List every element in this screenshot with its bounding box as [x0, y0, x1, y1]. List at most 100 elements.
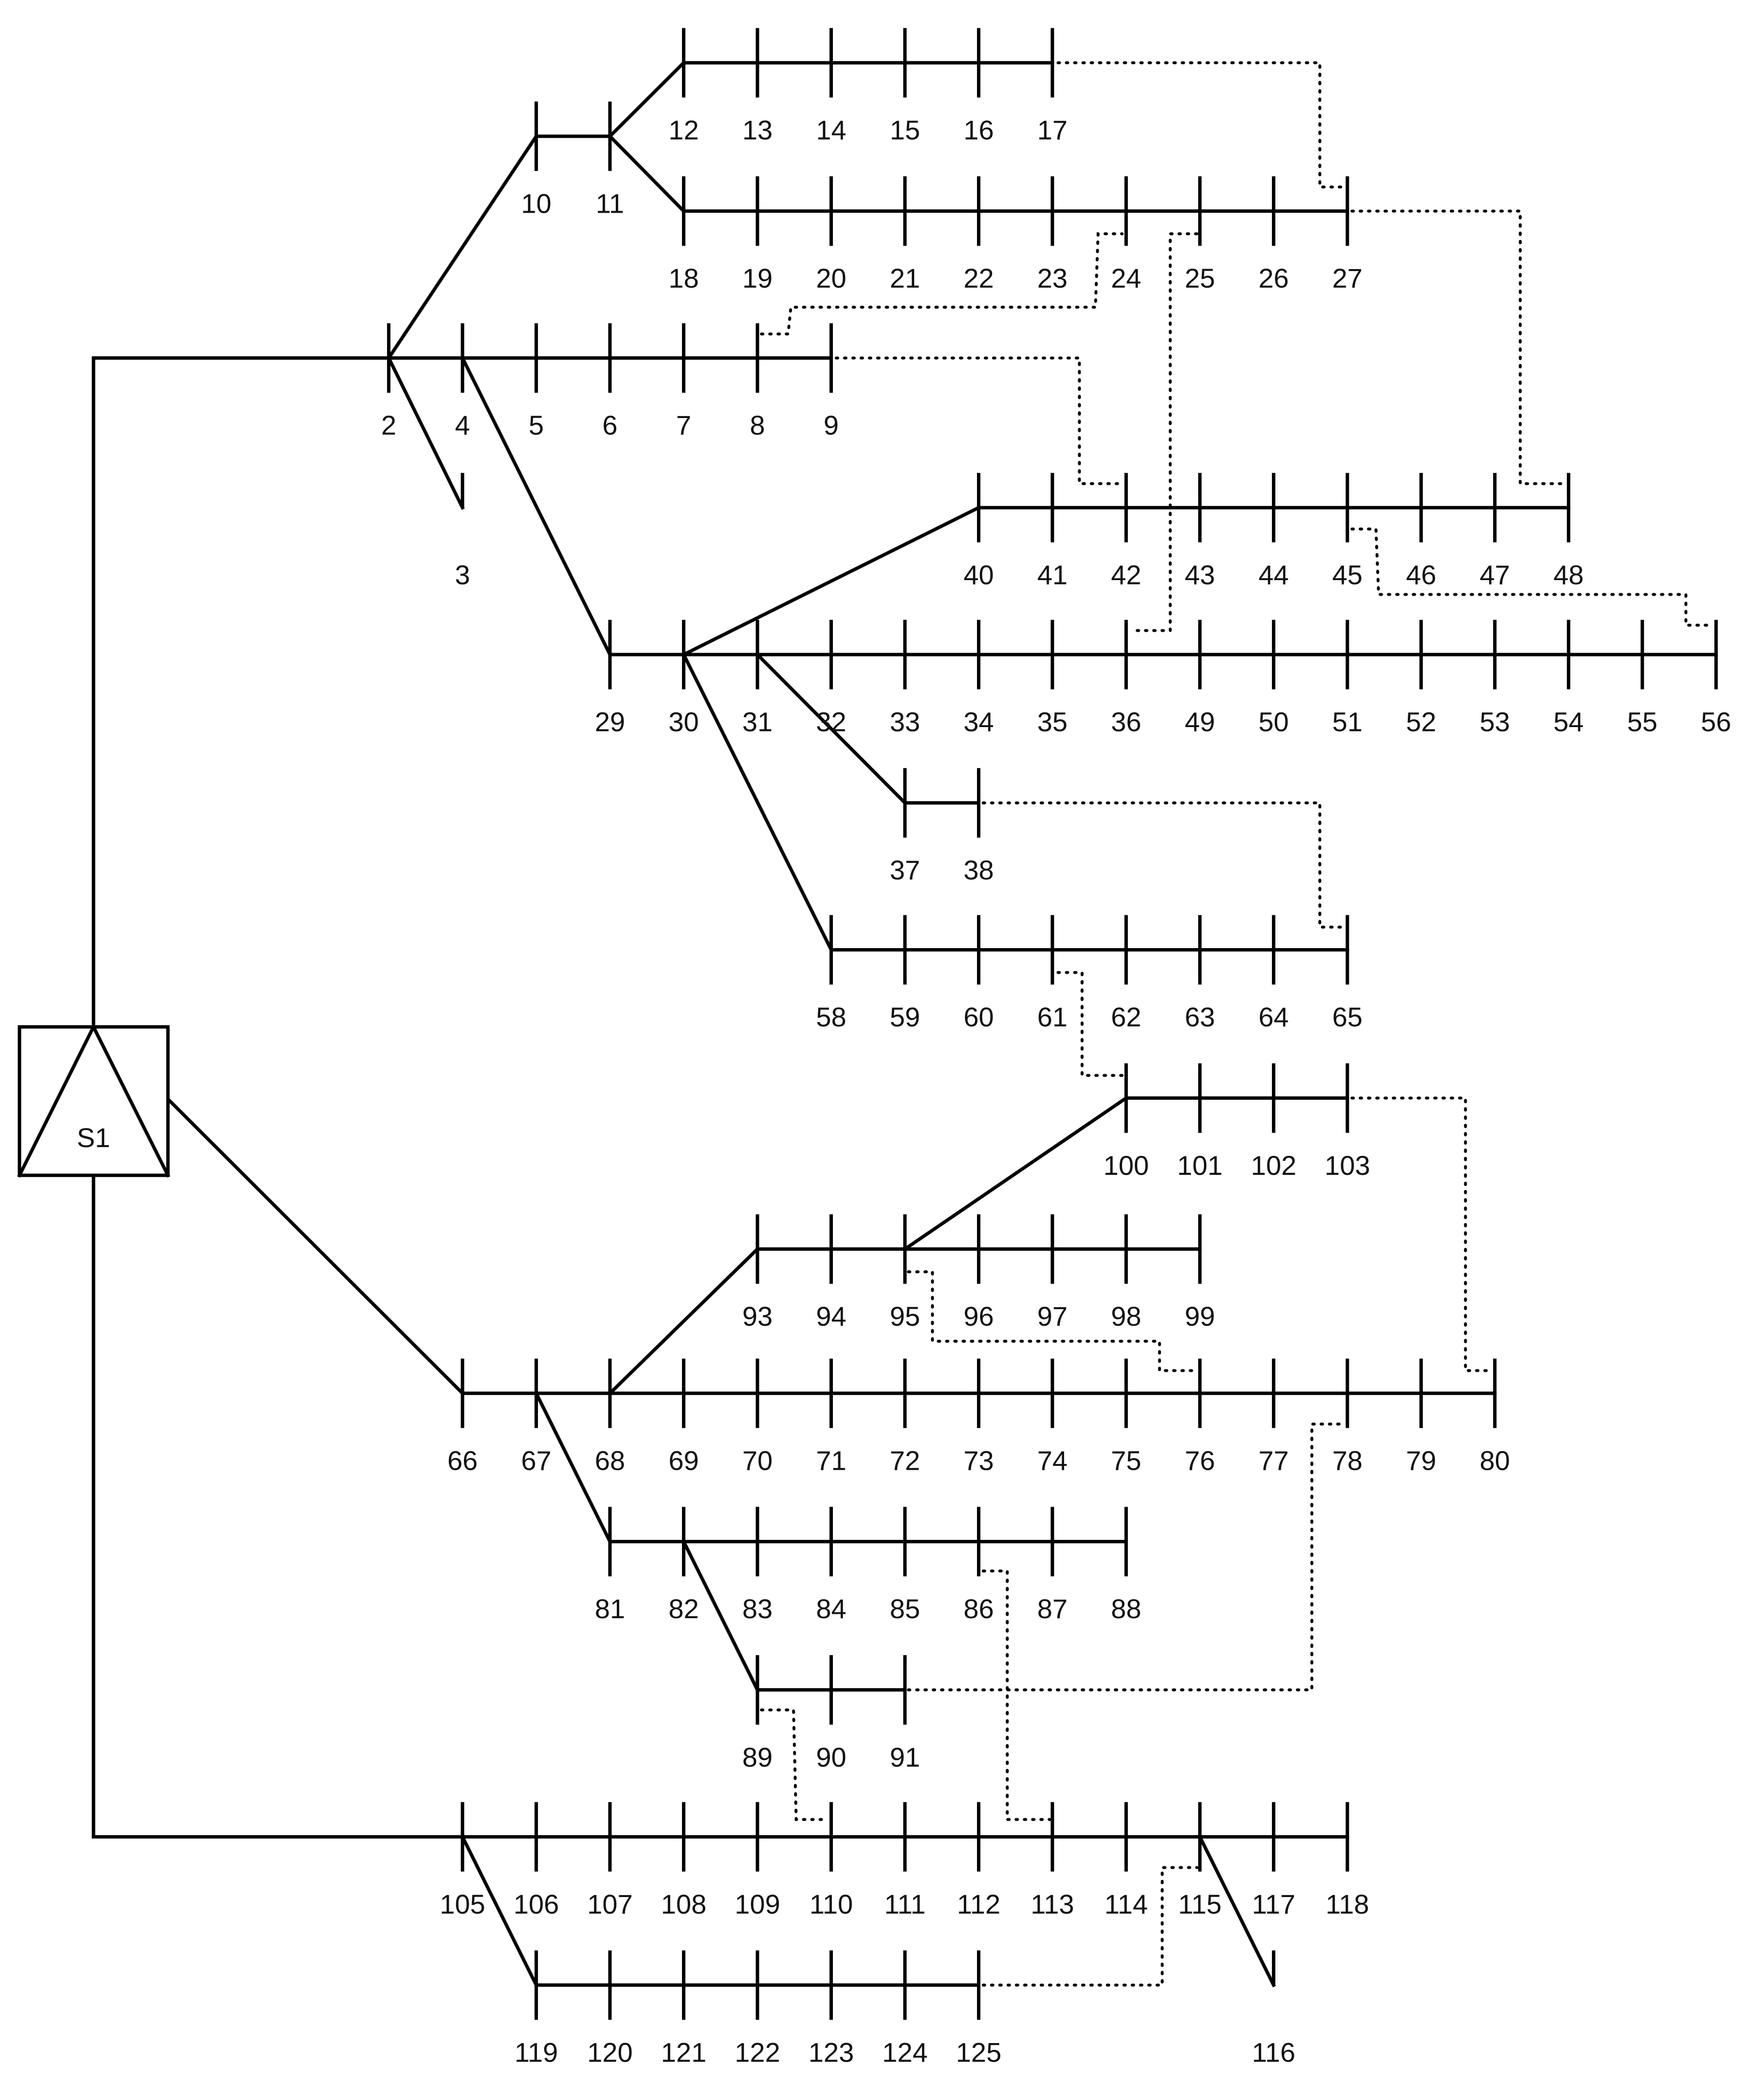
bus-label-117: 117 [1252, 1889, 1295, 1919]
bus-label-118: 118 [1326, 1889, 1369, 1919]
bus-label-3: 3 [455, 560, 470, 590]
bus-label-114: 114 [1105, 1889, 1148, 1919]
bus-label-78: 78 [1332, 1445, 1363, 1476]
bus-label-26: 26 [1258, 263, 1289, 293]
tie-switch-89-110 [760, 1708, 830, 1821]
feeder-line-68-93 [608, 1246, 760, 1396]
bus-label-21: 21 [890, 263, 920, 293]
bus-label-120: 120 [587, 2037, 632, 2067]
bus-label-10: 10 [521, 188, 551, 219]
bus-label-80: 80 [1480, 1445, 1510, 1476]
substation-s1: S1 [17, 1023, 170, 1178]
bus-label-62: 62 [1111, 1002, 1141, 1032]
bus-label-11: 11 [596, 188, 624, 219]
feeder-line-S1-66 [165, 1096, 465, 1396]
bus-label-56: 56 [1701, 706, 1731, 737]
feeder-line-105-119 [460, 1834, 539, 1988]
bus-label-47: 47 [1480, 560, 1510, 590]
bus-label-2: 2 [381, 410, 396, 440]
feeder-lines [92, 60, 1718, 1988]
bus-label-54: 54 [1553, 706, 1584, 737]
feeder-line-30-40 [681, 505, 981, 657]
bus-label-108: 108 [661, 1889, 706, 1919]
feeder-line-S1-105 [92, 1171, 464, 1839]
bus-label-113: 113 [1031, 1889, 1074, 1919]
bus-label-44: 44 [1258, 560, 1289, 590]
bus-label-65: 65 [1332, 1002, 1363, 1032]
tie-switch-38-65 [981, 801, 1345, 929]
bus-label-60: 60 [963, 1002, 994, 1032]
bus-label-119: 119 [515, 2037, 558, 2067]
bus-label-98: 98 [1111, 1301, 1141, 1332]
bus-label-29: 29 [595, 706, 625, 737]
bus-label-33: 33 [890, 706, 920, 737]
bus-label-58: 58 [816, 1002, 846, 1032]
bus-label-90: 90 [816, 1742, 846, 1772]
bus-label-35: 35 [1037, 706, 1068, 737]
bus-label-86: 86 [963, 1593, 994, 1624]
tie-switch-61-100 [1056, 971, 1124, 1077]
bus-label-107: 107 [587, 1889, 632, 1919]
bus-label-41: 41 [1037, 560, 1068, 590]
bus-label-46: 46 [1406, 560, 1436, 590]
bus-label-6: 6 [602, 410, 617, 440]
tie-switch-17-27 [1056, 61, 1345, 189]
bus-label-110: 110 [810, 1889, 853, 1919]
substation-label: S1 [77, 1122, 111, 1153]
bus-label-49: 49 [1185, 706, 1215, 737]
bus-label-45: 45 [1332, 560, 1363, 590]
bus-label-71: 71 [816, 1445, 846, 1476]
bus-label-115: 115 [1178, 1889, 1221, 1919]
bus-label-84: 84 [816, 1593, 846, 1624]
bus-label-89: 89 [742, 1742, 773, 1772]
bus-label-88: 88 [1111, 1593, 1141, 1624]
bus-label-13: 13 [742, 114, 773, 145]
bus-label-74: 74 [1037, 1445, 1068, 1476]
bus-label-15: 15 [890, 114, 920, 145]
bus-label-121: 121 [661, 2037, 706, 2067]
bus-label-93: 93 [742, 1301, 773, 1332]
bus-label-32: 32 [816, 706, 846, 737]
bus-label-103: 103 [1325, 1150, 1370, 1181]
bus-label-30: 30 [668, 706, 699, 737]
bus-label-55: 55 [1627, 706, 1658, 737]
bus-label-82: 82 [668, 1593, 699, 1624]
bus-label-51: 51 [1332, 706, 1363, 737]
bus-label-42: 42 [1111, 560, 1141, 590]
bus-label-97: 97 [1037, 1301, 1068, 1332]
bus-label-99: 99 [1185, 1301, 1215, 1332]
bus-label-111: 111 [884, 1889, 925, 1919]
bus-label-68: 68 [595, 1445, 625, 1476]
feeder-line-11-12 [608, 60, 686, 139]
bus-ticks [387, 28, 1718, 2020]
bus-label-75: 75 [1111, 1445, 1141, 1476]
feeder-line-2-3 [386, 355, 465, 510]
bus-label-64: 64 [1258, 1002, 1289, 1032]
tie-switch-8-24 [760, 232, 1124, 336]
feeder-line-31-37 [755, 652, 907, 805]
feeder-line-67-81 [534, 1391, 612, 1544]
bus-label-69: 69 [668, 1445, 699, 1476]
bus-label-67: 67 [521, 1445, 551, 1476]
bus-label-125: 125 [956, 2037, 1001, 2067]
tie-switch-86-113 [981, 1570, 1051, 1821]
feeder-line-95-100 [903, 1096, 1129, 1252]
bus-label-36: 36 [1111, 706, 1141, 737]
bus-label-83: 83 [742, 1593, 773, 1624]
bus-label-20: 20 [816, 263, 846, 293]
bus-label-53: 53 [1480, 706, 1510, 737]
bus-label-96: 96 [963, 1301, 994, 1332]
bus-label-38: 38 [963, 855, 994, 885]
feeder-line-82-89 [681, 1539, 760, 1692]
bus-label-72: 72 [890, 1445, 920, 1476]
bus-label-5: 5 [529, 410, 544, 440]
bus-label-77: 77 [1258, 1445, 1289, 1476]
bus-label-22: 22 [963, 263, 994, 293]
bus-label-94: 94 [816, 1301, 846, 1332]
bus-label-37: 37 [890, 855, 920, 885]
bus-label-23: 23 [1037, 263, 1068, 293]
tie-switch-95-76 [907, 1270, 1198, 1372]
bus-label-12: 12 [668, 114, 699, 145]
bus-label-70: 70 [742, 1445, 773, 1476]
